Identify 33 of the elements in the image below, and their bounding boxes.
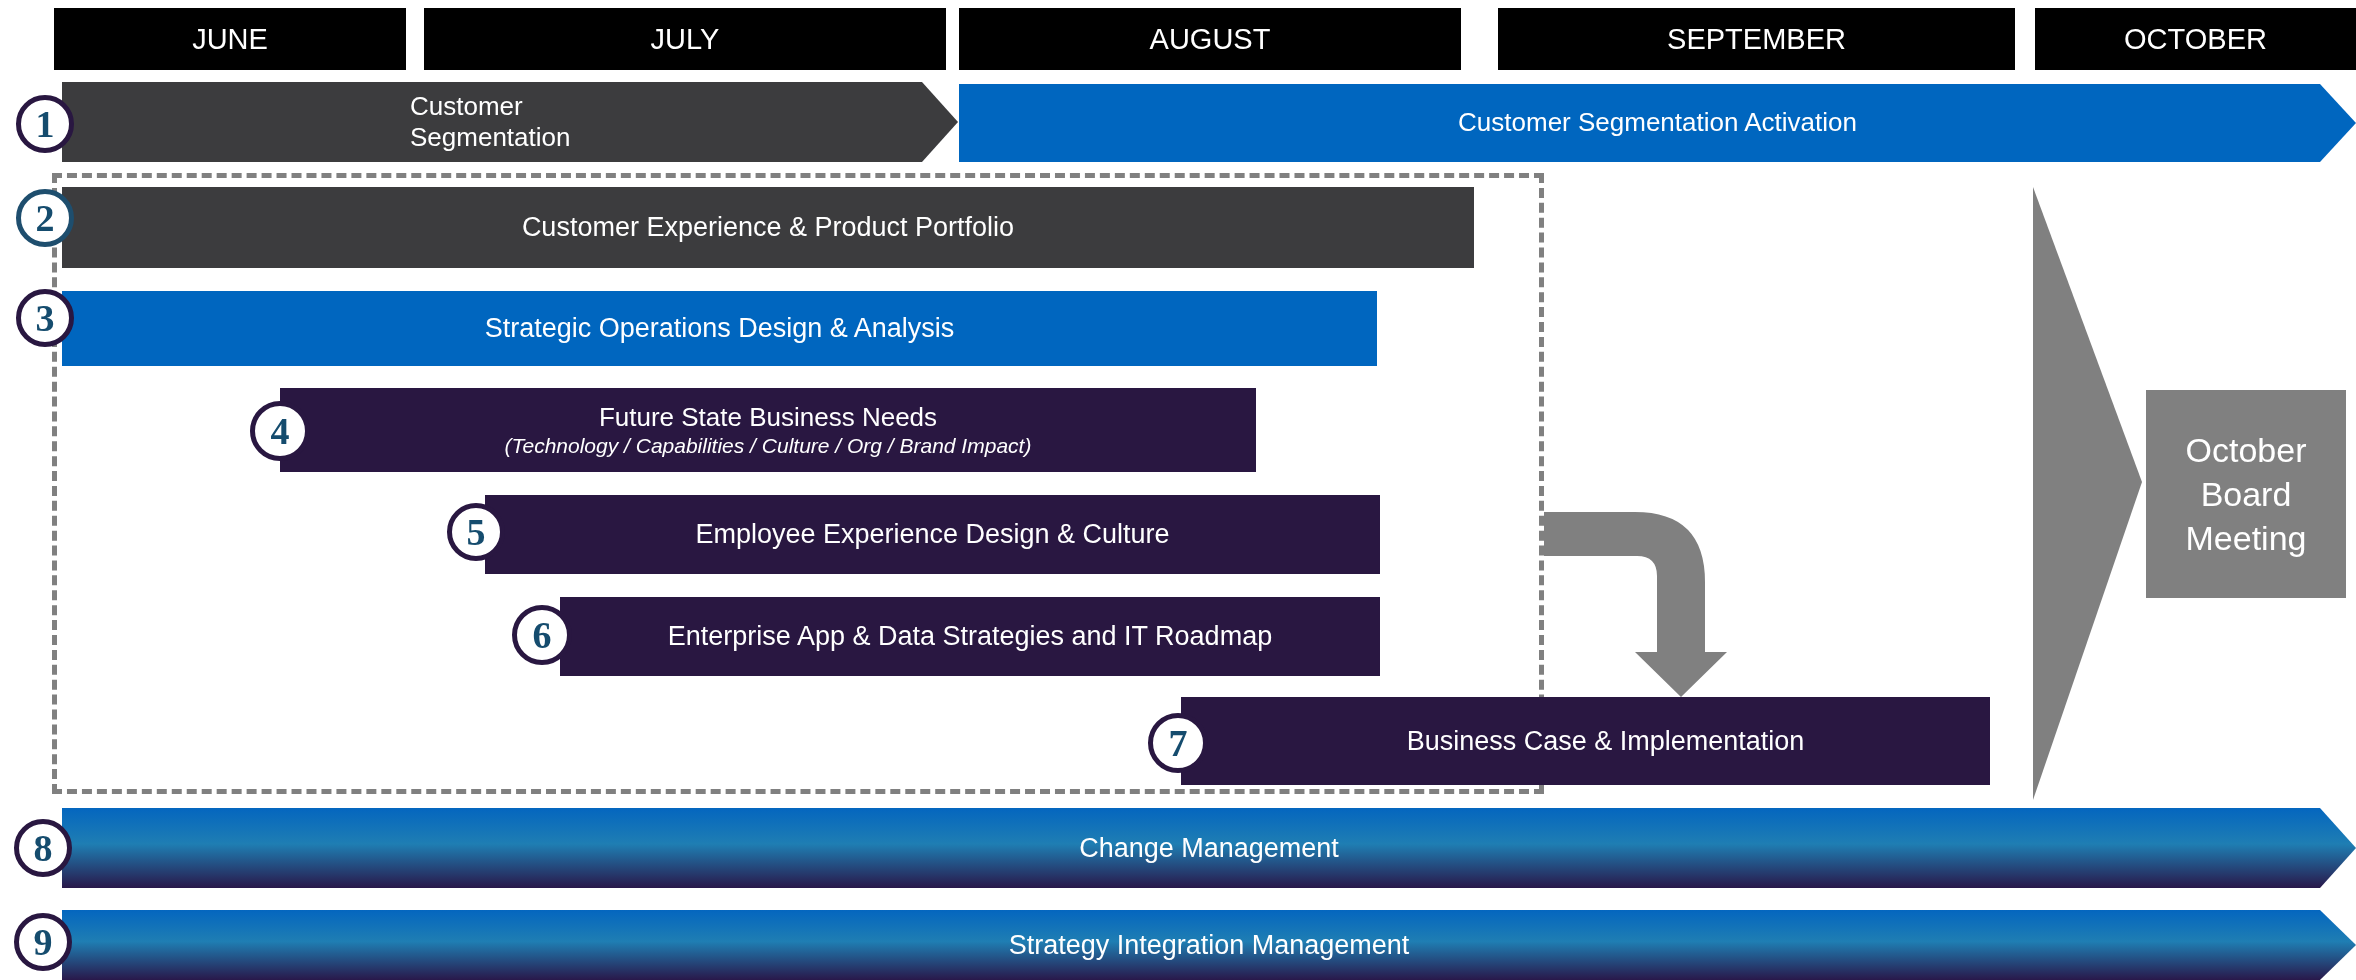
pointed-phase-bar xyxy=(959,84,2356,162)
phase-bar xyxy=(485,495,1380,574)
phase-label: Change Management xyxy=(1079,831,1339,865)
phase-label: Business Case & Implementation xyxy=(1406,724,1805,758)
milestone-label: October Board Meeting xyxy=(2184,429,2308,560)
step-number-circle: 2 xyxy=(16,189,74,247)
phase-label: Future State Business Needs xyxy=(598,401,938,433)
pointed-phase-bar xyxy=(62,910,2356,980)
pointed-phase-bar xyxy=(62,82,958,162)
pointed-phase-bar xyxy=(62,808,2356,888)
phase-label: Strategy Integration Management xyxy=(1008,928,1410,962)
step-number-circle: 3 xyxy=(16,289,74,347)
phase-bar xyxy=(62,187,1474,268)
wedge-arrow xyxy=(2033,187,2142,800)
phase-bar xyxy=(560,597,1380,676)
phase-label: Customer Segmentation Activation xyxy=(1458,107,1857,139)
month-header: JULY xyxy=(424,8,946,70)
milestone-box xyxy=(2146,390,2346,598)
phase-label: Strategic Operations Design & Analysis xyxy=(484,312,955,345)
month-header: AUGUST xyxy=(959,8,1461,70)
phase-label: Customer Experience & Product Portfolio xyxy=(521,211,1015,244)
curved-arrow xyxy=(1544,512,1727,697)
month-header: OCTOBER xyxy=(2035,8,2356,70)
month-header: JUNE xyxy=(54,8,406,70)
phase-label: Employee Experience Design & Culture xyxy=(695,518,1170,551)
step-number-circle: 1 xyxy=(16,95,74,153)
month-header: SEPTEMBER xyxy=(1498,8,2015,70)
phase-bar xyxy=(62,291,1377,366)
step-number-circle: 8 xyxy=(14,819,72,877)
phase-label: Customer Segmentation xyxy=(410,90,572,154)
phase-label: Enterprise App & Data Strategies and IT Roadmap xyxy=(667,620,1273,653)
step-number-circle: 9 xyxy=(14,913,72,971)
phase-subtitle: (Technology / Capabilities / Culture / Org / Brand Impact) xyxy=(504,433,1032,459)
